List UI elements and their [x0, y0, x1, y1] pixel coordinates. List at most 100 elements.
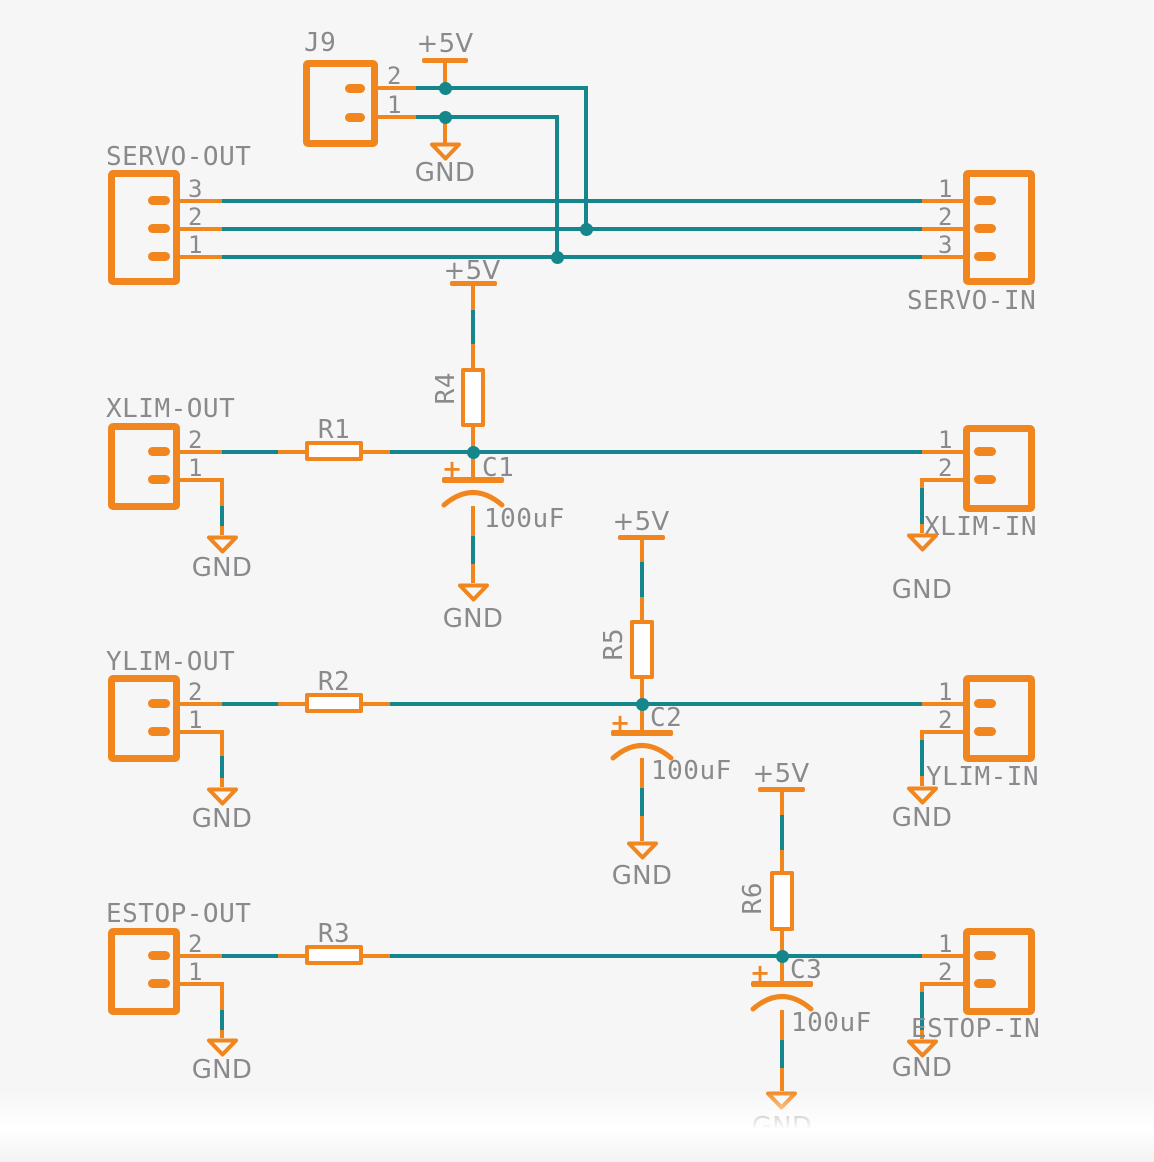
connector-ylim-in-label[interactable]: YLIM-IN [926, 762, 1040, 792]
capacitor-c2-ref[interactable]: C2 [650, 703, 683, 733]
wire-ylimout-gnd[interactable] [220, 756, 224, 778]
gnd-label[interactable]: GND [191, 1055, 253, 1085]
capacitor-c1-plate[interactable] [442, 477, 504, 483]
connector-estop-out-label[interactable]: ESTOP-OUT [106, 899, 252, 929]
gnd-label[interactable]: GND [191, 553, 253, 583]
gnd-symbol-icon[interactable] [906, 1039, 939, 1062]
wire-j9-gnd-h[interactable] [416, 115, 557, 119]
connector-estop-in-label[interactable]: ESTOP-IN [911, 1014, 1041, 1044]
pin-lead [278, 702, 305, 706]
wire-estopout-gnd[interactable] [220, 1010, 224, 1030]
vcc-flag-icon[interactable] [618, 535, 665, 540]
gnd-symbol-icon[interactable] [906, 786, 939, 809]
connector-ylim-out-body[interactable] [108, 675, 180, 762]
wire-r5-vcc[interactable] [640, 562, 644, 597]
resistor-r4-body[interactable] [461, 368, 485, 427]
resistor-r5-ref[interactable]: R5 [599, 628, 629, 661]
wire-estop-main[interactable] [390, 954, 922, 958]
capacitor-c1-value[interactable]: 100uF [484, 504, 565, 534]
gnd-label[interactable]: GND [891, 575, 953, 605]
capacitor-c2-arc[interactable] [610, 739, 674, 765]
capacitor-c3-arc[interactable] [750, 990, 814, 1016]
connector-j9-label[interactable]: J9 [304, 28, 337, 58]
vcc-flag-label[interactable]: +5V [443, 256, 501, 286]
resistor-r5-body[interactable] [630, 620, 654, 679]
wire-j9-gnd-v[interactable] [555, 115, 559, 259]
wire-j9-vcc-v[interactable] [584, 86, 588, 231]
resistor-r2-body[interactable] [305, 693, 363, 713]
wire-ylimin-gnd[interactable] [920, 740, 924, 776]
connector-xlim-out-label[interactable]: XLIM-OUT [106, 394, 236, 424]
wire-xlim-main[interactable] [390, 450, 922, 454]
wire-c3-gnd[interactable] [780, 1040, 784, 1068]
gnd-label[interactable]: GND [611, 861, 673, 891]
gnd-symbol-icon[interactable] [206, 535, 239, 558]
wire-xlimout-gnd[interactable] [220, 504, 224, 526]
resistor-r3-ref[interactable]: R3 [317, 919, 351, 949]
gnd-symbol-icon[interactable] [429, 142, 462, 165]
gnd-label[interactable]: GND [191, 804, 253, 834]
connector-servo-out-body[interactable] [108, 170, 180, 285]
vcc-flag-label[interactable]: +5V [416, 29, 474, 59]
junction-dot [636, 698, 649, 711]
gnd-label[interactable]: GND [414, 158, 476, 188]
gnd-symbol-icon[interactable] [206, 787, 239, 810]
wire-estopin-gnd[interactable] [920, 992, 924, 1030]
resistor-r3-body[interactable] [305, 945, 363, 965]
wire-xlimin-gnd[interactable] [920, 488, 924, 524]
vcc-flag-icon[interactable] [450, 281, 497, 286]
capacitor-c3-value[interactable]: 100uF [791, 1008, 872, 1038]
wire-servo-vcc[interactable] [222, 227, 922, 231]
capacitor-c2-value[interactable]: 100uF [651, 756, 732, 786]
gnd-symbol-icon[interactable] [206, 1038, 239, 1061]
wire-estop-left[interactable] [222, 954, 278, 958]
wire-ylim-left[interactable] [222, 702, 278, 706]
pin-stub [345, 113, 365, 122]
connector-j9-body[interactable] [303, 60, 378, 147]
resistor-r4-ref[interactable]: R4 [431, 372, 461, 405]
connector-servo-in-label[interactable]: SERVO-IN [907, 286, 1037, 316]
connector-estop-out-body[interactable] [108, 928, 180, 1015]
pin-number: 1 [938, 930, 953, 958]
connector-ylim-in-body[interactable] [963, 675, 1035, 762]
capacitor-c3-ref[interactable]: C3 [790, 955, 823, 985]
pin-stub [148, 196, 170, 205]
vcc-flag-label[interactable]: +5V [612, 507, 670, 537]
capacitor-c2-plate[interactable] [611, 730, 673, 736]
vcc-flag-icon[interactable] [758, 787, 805, 792]
connector-xlim-in-body[interactable] [963, 425, 1035, 512]
vcc-flag-label[interactable]: +5V [752, 759, 810, 789]
gnd-label[interactable]: GND [891, 803, 953, 833]
connector-xlim-in-label[interactable]: XLIM-IN [924, 512, 1038, 542]
resistor-r6-ref[interactable]: R6 [738, 882, 768, 915]
connector-servo-out-label[interactable]: SERVO-OUT [106, 142, 252, 172]
capacitor-c1-arc[interactable] [441, 486, 505, 512]
wire-ylim-main[interactable] [390, 702, 922, 706]
wire-c1-gnd[interactable] [471, 536, 475, 564]
gnd-label[interactable]: GND [442, 604, 504, 634]
gnd-symbol-icon[interactable] [906, 533, 939, 556]
wire-servo-gnd[interactable] [222, 255, 922, 259]
wire-j9-vcc-h[interactable] [416, 86, 586, 90]
wire-servo-sig[interactable] [222, 199, 922, 203]
wire-r4-vcc[interactable] [471, 310, 475, 344]
wire-xlim-left[interactable] [222, 450, 278, 454]
connector-xlim-out-body[interactable] [108, 423, 180, 510]
resistor-r2-ref[interactable]: R2 [317, 667, 351, 697]
resistor-r1-body[interactable] [305, 441, 363, 461]
gnd-symbol-icon[interactable] [626, 841, 659, 864]
pin-stub [148, 951, 170, 960]
pin-number: 1 [188, 958, 203, 986]
connector-servo-in-body[interactable] [963, 170, 1035, 285]
resistor-r6-body[interactable] [770, 871, 794, 931]
connector-ylim-out-label[interactable]: YLIM-OUT [106, 647, 236, 677]
resistor-r1-ref[interactable]: R1 [317, 415, 351, 445]
vcc-flag-icon[interactable] [422, 58, 468, 63]
wire-c2-gnd[interactable] [640, 788, 644, 816]
wire-r6-vcc[interactable] [780, 815, 784, 850]
gnd-label[interactable]: GND [891, 1053, 953, 1083]
capacitor-c3-plate[interactable] [751, 981, 813, 987]
connector-estop-in-body[interactable] [963, 928, 1035, 1015]
gnd-symbol-icon[interactable] [457, 583, 490, 606]
